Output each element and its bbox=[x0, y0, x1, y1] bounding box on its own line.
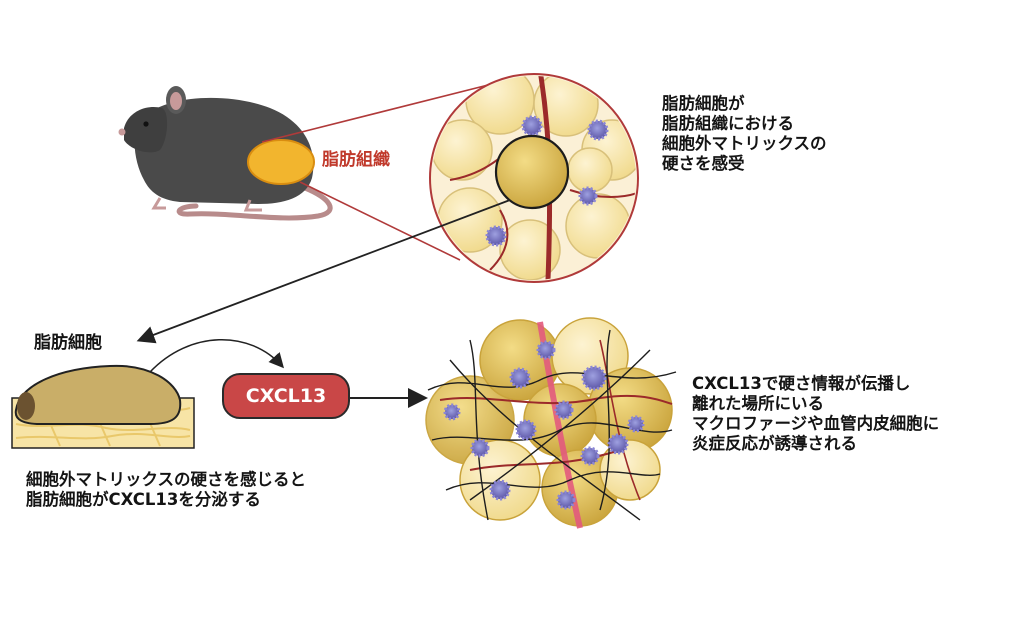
inflammation-line-3: マクロファージや血管内皮細胞に bbox=[692, 414, 940, 434]
focused-adipocyte bbox=[494, 134, 570, 210]
adipose-tissue-highlight bbox=[247, 139, 315, 185]
adipocyte-cell bbox=[11, 364, 195, 449]
cxcl13-badge: CXCL13 bbox=[222, 373, 350, 419]
inflammation-line-1: CXCL13で硬さ情報が伝播し bbox=[692, 374, 911, 393]
inflamed-tissue-cluster bbox=[425, 317, 677, 529]
inflammation-text: CXCL13で硬さ情報が伝播し 離れた場所にいる マクロファージや血管内皮細胞に… bbox=[692, 374, 939, 455]
sense-stiffness-line-2: 脂肪組織における bbox=[662, 114, 794, 134]
secretion-line-1: 細胞外マトリックスの硬さを感じると bbox=[26, 470, 307, 489]
sense-stiffness-line-1: 脂肪細胞が bbox=[662, 94, 745, 113]
sense-stiffness-text: 脂肪細胞が 脂肪組織における 細胞外マトリックスの 硬さを感受 bbox=[662, 94, 827, 175]
macrophage-icon bbox=[443, 340, 645, 510]
adipocyte-label: 脂肪細胞 bbox=[34, 333, 102, 353]
zoom-line-lower bbox=[299, 181, 461, 261]
sense-stiffness-line-4: 硬さを感受 bbox=[662, 154, 745, 174]
arrow-to-adipocyte bbox=[136, 199, 511, 344]
arrow-secretion bbox=[149, 339, 284, 373]
adipose-zoom-circle bbox=[429, 73, 639, 283]
adipose-tissue-label: 脂肪組織 bbox=[322, 150, 390, 170]
sense-stiffness-line-3: 細胞外マトリックスの bbox=[662, 134, 827, 154]
zoom-line-upper bbox=[261, 81, 501, 143]
inflammation-line-4: 炎症反応が誘導される bbox=[692, 434, 857, 454]
inflammation-line-2: 離れた場所にいる bbox=[692, 394, 824, 414]
secretion-text: 細胞外マトリックスの硬さを感じると 脂肪細胞がCXCL13を分泌する bbox=[26, 470, 306, 510]
secretion-line-2: 脂肪細胞がCXCL13を分泌する bbox=[26, 490, 261, 510]
